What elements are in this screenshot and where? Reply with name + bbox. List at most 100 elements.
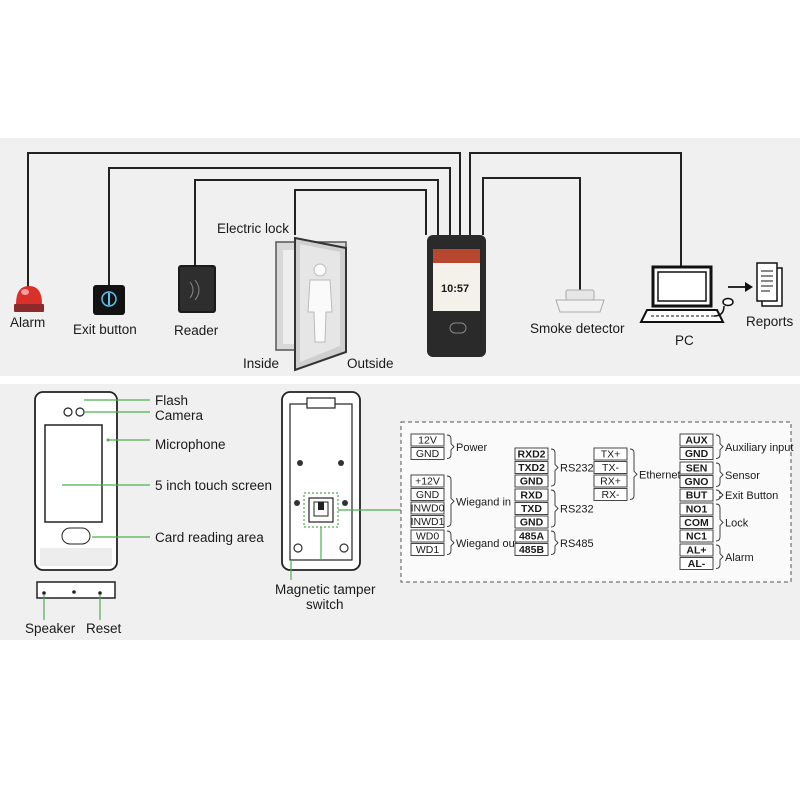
speaker-label: Speaker xyxy=(25,621,76,636)
terminal-label: AL+ xyxy=(686,545,706,557)
terminal-label: INWD0 xyxy=(411,503,445,515)
bracket xyxy=(715,503,724,542)
bracket xyxy=(715,544,724,569)
bracket xyxy=(446,475,455,527)
bottom-pointer-lines xyxy=(43,595,101,620)
terminal-box xyxy=(679,433,714,447)
terminal-label: TXD2 xyxy=(518,462,545,474)
terminal-label: 12V xyxy=(418,435,437,447)
power-label: Power xyxy=(456,442,488,454)
terminal-box xyxy=(593,488,628,501)
tamper-label-line1: Magnetic tamper xyxy=(275,582,376,597)
ethernet-label: Ethernet xyxy=(639,469,681,481)
flash-label: Flash xyxy=(155,393,188,408)
exit-button-icon xyxy=(93,285,125,315)
terminal-box xyxy=(679,447,714,460)
inside-label: Inside xyxy=(243,356,279,371)
terminal-box xyxy=(410,529,445,543)
rs232-b-label: RS232 xyxy=(560,504,594,516)
reset-label: Reset xyxy=(86,621,122,636)
wiegand-out-label: Wiegand out xyxy=(456,538,518,550)
terminal-box xyxy=(410,488,445,501)
terminal-label: SEN xyxy=(686,463,708,475)
bracket xyxy=(446,530,455,555)
rs485-label: RS485 xyxy=(560,538,594,550)
terminal-label: 485B xyxy=(519,544,545,556)
terminal-label: AL- xyxy=(688,558,706,570)
exit-button-label: Exit Button xyxy=(725,490,778,502)
alarm-icon xyxy=(14,286,44,312)
terminal-box xyxy=(679,529,714,543)
terminal-box xyxy=(679,488,714,502)
terminal-box xyxy=(410,515,445,528)
door-icon xyxy=(275,236,347,372)
terminal-label: GND xyxy=(520,476,544,488)
terminal-label: RXD xyxy=(520,490,543,502)
smoke-detector-icon xyxy=(555,289,605,313)
microphone-label: Microphone xyxy=(155,437,226,452)
outside-label: Outside xyxy=(347,356,394,371)
pc-label: PC xyxy=(675,333,694,348)
terminal-label: TXD xyxy=(521,503,542,515)
terminal-box xyxy=(410,447,445,460)
pointer-dots xyxy=(106,438,110,442)
electric-lock-label: Electric lock xyxy=(217,221,289,236)
bracket xyxy=(550,448,559,487)
tamper-label-line2: switch xyxy=(306,597,344,612)
terminal-label: RX- xyxy=(601,489,620,501)
rs232-a-label: RS232 xyxy=(560,463,594,475)
exit-button-label: Exit button xyxy=(73,322,137,337)
terminal-label: AUX xyxy=(685,435,707,447)
reader-label: Reader xyxy=(174,323,219,338)
connection-wires xyxy=(27,152,682,292)
terminal-label: GNO xyxy=(685,476,709,488)
terminal-device-icon: 10:57 xyxy=(427,235,486,357)
terminal-label: WD0 xyxy=(416,531,439,543)
terminal-label: GND xyxy=(685,448,709,460)
bracket xyxy=(715,489,724,501)
terminal-label: RXD2 xyxy=(517,449,545,461)
terminal-label: 485A xyxy=(519,531,545,543)
card-reading-area-label: Card reading area xyxy=(155,530,264,545)
terminal-box xyxy=(679,502,714,516)
alarm-label: Alarm xyxy=(10,315,45,330)
terminal-box xyxy=(593,461,628,474)
device-clock: 10:57 xyxy=(441,283,469,295)
smoke-detector-label: Smoke detector xyxy=(530,321,625,336)
bracket xyxy=(715,434,724,459)
lock-label: Lock xyxy=(725,518,749,530)
terminal-label: RX+ xyxy=(600,476,621,488)
reports-icon xyxy=(756,262,783,307)
reader-icon xyxy=(178,265,216,313)
terminal-box xyxy=(514,515,549,529)
bracket xyxy=(446,434,455,459)
terminal-label: GND xyxy=(520,517,544,529)
terminal-box xyxy=(514,447,549,461)
terminal-label: INWD1 xyxy=(411,516,445,528)
terminal-label: NC1 xyxy=(686,531,707,543)
terminal-label: BUT xyxy=(686,490,708,502)
tamper-highlight xyxy=(290,492,405,580)
terminal-box xyxy=(679,475,714,488)
camera-label: Camera xyxy=(155,408,204,423)
bracket xyxy=(715,462,724,487)
terminal-label: GND xyxy=(416,448,440,460)
wiegand-in-label: Wiegand in xyxy=(456,496,511,508)
terminal-label: NO1 xyxy=(686,504,708,516)
alarm-label: Alarm xyxy=(725,552,754,564)
terminal-label: COM xyxy=(684,517,709,529)
terminal-box xyxy=(679,543,714,557)
terminal-box xyxy=(410,501,445,515)
terminal-box xyxy=(410,543,445,556)
terminal-box xyxy=(410,474,445,488)
terminal-box xyxy=(410,433,445,447)
terminal-label: TX+ xyxy=(601,449,621,461)
device-front-view xyxy=(34,391,118,571)
arrow-right-icon xyxy=(728,282,753,292)
sensor-label: Sensor xyxy=(725,470,760,482)
bracket xyxy=(629,448,638,500)
terminal-box xyxy=(514,461,549,474)
pc-icon xyxy=(639,265,734,323)
